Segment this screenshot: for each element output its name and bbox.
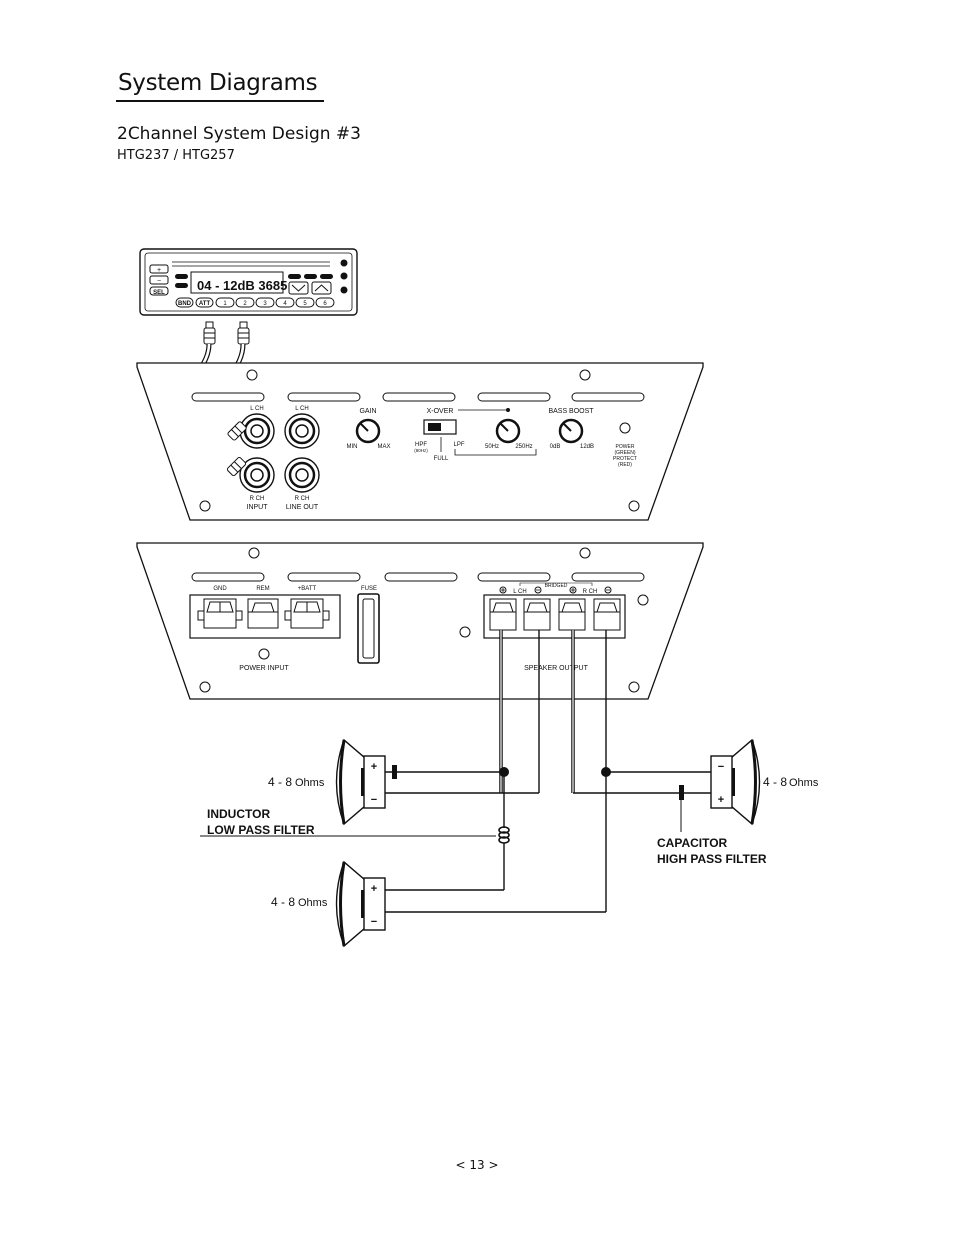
speaker-tl-minus: − bbox=[371, 794, 377, 806]
title-underline bbox=[116, 100, 324, 102]
head-unit-button-1: 1 bbox=[223, 301, 227, 307]
gnd-terminal bbox=[197, 598, 243, 629]
rem-label: REM bbox=[256, 586, 269, 592]
page-title: System Diagrams bbox=[118, 70, 318, 96]
speaker-right: − + bbox=[710, 738, 761, 826]
power-led-label-4: (RED) bbox=[618, 462, 632, 468]
batt-label: +BATT bbox=[298, 586, 317, 592]
section-subtitle: 2Channel System Design #3 bbox=[117, 124, 361, 144]
bridged-label: BRIDGED bbox=[545, 583, 568, 589]
terminal-r-plus bbox=[558, 598, 586, 631]
inductor-label-line1: INDUCTOR bbox=[207, 807, 270, 821]
inductor-label-line2: LOW PASS FILTER bbox=[207, 823, 315, 837]
freq-high-label: 250Hz bbox=[515, 444, 532, 450]
speaker-bl-minus: − bbox=[371, 916, 377, 928]
batt-terminal bbox=[284, 598, 330, 629]
head-unit-sel-button: SEL bbox=[153, 290, 165, 296]
bass-boost-max-label: 12dB bbox=[580, 444, 594, 450]
speaker-terminals bbox=[489, 598, 621, 631]
rca-plug-inserted bbox=[226, 421, 247, 477]
inline-capacitor-left bbox=[392, 765, 397, 779]
rem-terminal bbox=[247, 598, 279, 629]
terminal-r-minus bbox=[593, 598, 621, 631]
rca-plugs bbox=[203, 321, 250, 345]
high-pass-capacitor bbox=[679, 785, 684, 800]
speaker-r-impedance-value: 4 - 8 bbox=[763, 775, 787, 789]
speaker-r-minus: − bbox=[718, 761, 724, 773]
hpf-freq-label: (80Hz) bbox=[414, 448, 428, 453]
speaker-r-plus: + bbox=[718, 794, 724, 806]
speaker-tl-plus: + bbox=[371, 761, 377, 773]
lineout-label: LINE OUT bbox=[286, 504, 319, 511]
bass-boost-label: BASS BOOST bbox=[548, 408, 594, 415]
speaker-out-l-label: L CH bbox=[513, 589, 526, 595]
speaker-out-r-label: R CH bbox=[583, 589, 598, 595]
power-led bbox=[619, 422, 631, 434]
head-unit-minus-button: − bbox=[157, 278, 161, 285]
xover-label: X-OVER bbox=[427, 408, 454, 415]
freq-low-label: 50Hz bbox=[485, 444, 499, 450]
gain-label: GAIN bbox=[359, 408, 376, 415]
head-unit-button-4: 4 bbox=[283, 301, 287, 307]
terminal-l-plus bbox=[489, 598, 517, 631]
amplifier-rear-panel: GND REM +BATT POWER INPUT FUSE BRIDGED bbox=[136, 542, 704, 700]
page-number: < 13 > bbox=[455, 1158, 499, 1172]
power-led-label-1: POWER bbox=[616, 444, 635, 450]
power-led-label-3: PROTECT bbox=[613, 456, 637, 462]
speaker-tl-impedance-value: 4 - 8 bbox=[268, 775, 292, 789]
head-unit-display: 04 - 12dB 3685 bbox=[197, 278, 287, 293]
capacitor-label-line2: HIGH PASS FILTER bbox=[657, 852, 767, 866]
fuse bbox=[357, 593, 380, 664]
terminal-l-minus bbox=[523, 598, 551, 631]
lineout-l-label: L CH bbox=[295, 406, 308, 412]
model-numbers: HTG237 / HTG257 bbox=[117, 148, 235, 163]
hpf-label: HPF bbox=[415, 442, 427, 448]
input-l-label: L CH bbox=[250, 406, 263, 412]
head-unit-button-bnd: BND bbox=[178, 301, 192, 307]
bass-boost-min-label: 0dB bbox=[550, 444, 561, 450]
head-unit-preset-buttons: BND ATT 1 2 3 4 5 6 bbox=[175, 297, 335, 308]
lineout-r-label: R CH bbox=[295, 496, 310, 502]
full-label: FULL bbox=[434, 456, 449, 462]
head-unit-plus-button: + bbox=[157, 267, 161, 274]
gnd-label: GND bbox=[213, 586, 227, 592]
head-unit-button-6: 6 bbox=[323, 301, 327, 307]
head-unit: + − SEL 04 - 12dB 3685 BND ATT 1 bbox=[139, 248, 358, 316]
speaker-bl-impedance-value: 4 - 8 bbox=[271, 895, 295, 909]
speaker-tl-impedance-unit: Ohms bbox=[295, 777, 325, 789]
head-unit-button-2: 2 bbox=[243, 301, 247, 307]
head-unit-button-5: 5 bbox=[303, 301, 307, 307]
speaker-top-left: + − bbox=[335, 738, 386, 826]
speaker-bl-impedance-unit: Ohms bbox=[298, 897, 328, 909]
head-unit-button-3: 3 bbox=[263, 301, 267, 307]
amplifier-front-panel: L CH R CH INPUT L CH bbox=[136, 362, 704, 521]
speaker-r-impedance-unit: Ohms bbox=[789, 777, 819, 789]
lpf-label: LPF bbox=[453, 442, 464, 448]
gain-min-label: MIN bbox=[347, 444, 358, 450]
head-unit-button-att: ATT bbox=[199, 301, 211, 307]
speaker-output-label: SPEAKER OUTPUT bbox=[524, 665, 589, 672]
speaker-wires bbox=[385, 630, 717, 913]
wire-junctions bbox=[499, 767, 611, 777]
capacitor-label-line1: CAPACITOR bbox=[657, 836, 728, 850]
inductor-coil bbox=[498, 826, 510, 844]
input-label: INPUT bbox=[247, 504, 269, 511]
power-led-label-2: (GREEN) bbox=[614, 450, 635, 456]
speaker-bottom-left: + − bbox=[335, 860, 386, 948]
gain-max-label: MAX bbox=[377, 444, 390, 450]
fuse-label: FUSE bbox=[361, 586, 377, 592]
input-r-label: R CH bbox=[250, 496, 265, 502]
power-input-label: POWER INPUT bbox=[239, 665, 289, 672]
speaker-bl-plus: + bbox=[371, 883, 377, 895]
